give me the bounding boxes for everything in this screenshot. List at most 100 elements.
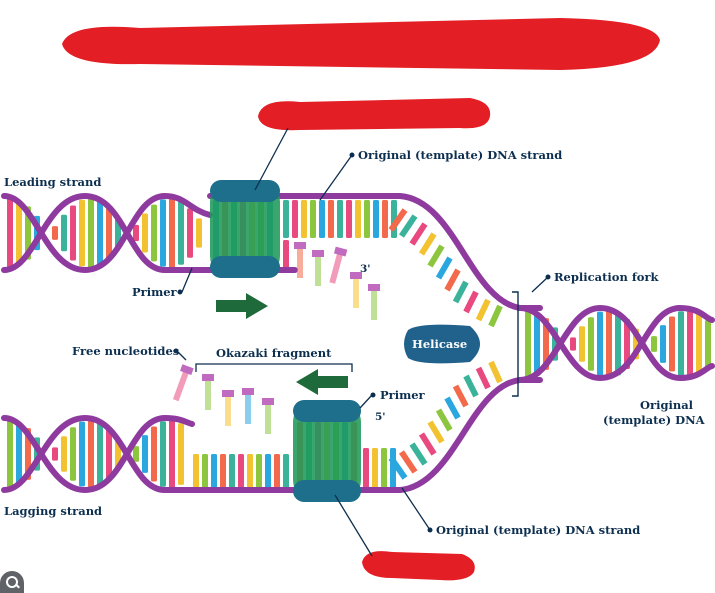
- label-five-prime: 5': [375, 411, 386, 423]
- base-pair-rung: [346, 200, 352, 238]
- base-pair-rung: [651, 336, 657, 352]
- base-pair-rung: [238, 454, 244, 488]
- base-pair-rung: [151, 426, 157, 482]
- base-pair-rung: [79, 421, 85, 487]
- base-pair-rung: [310, 200, 316, 238]
- free-nucleotide: [172, 364, 194, 402]
- base-pair-rung: [534, 312, 540, 376]
- base-pair-rung: [328, 200, 334, 238]
- base-pair-rung: [525, 310, 531, 378]
- base-pair-rung: [16, 200, 22, 266]
- base-pair-rung: [615, 312, 621, 376]
- arrow-right-icon: [216, 293, 268, 319]
- base-pair-rung: [292, 200, 298, 238]
- base-pairs: [7, 198, 711, 488]
- free-nucleotide: [262, 398, 274, 434]
- base-pair-rung: [178, 201, 184, 265]
- label-lagging-strand: Lagging strand: [4, 504, 102, 518]
- base-pair-rung: [187, 208, 193, 258]
- base-pair-rung: [106, 429, 112, 479]
- base-pair-rung: [678, 311, 684, 377]
- base-pair-rung: [319, 200, 325, 238]
- base-pair-rung: [160, 199, 166, 267]
- base-pair-rung: [142, 435, 148, 473]
- base-pair-rung: [61, 214, 67, 252]
- helicase-enzyme: Helicase: [404, 324, 480, 364]
- base-pair-rung: [381, 448, 387, 488]
- base-pair-rung: [463, 290, 479, 314]
- base-pair-rung: [133, 446, 139, 462]
- replication-fork-bracket: [512, 291, 519, 397]
- base-pair-rung: [274, 454, 280, 488]
- base-pair-rung: [705, 319, 711, 369]
- backbone-right-b: [517, 304, 715, 383]
- base-pair-rung: [106, 207, 112, 259]
- base-pair-rung: [256, 454, 262, 488]
- redaction-bottom: [362, 551, 475, 581]
- base-pair-rung: [696, 313, 702, 375]
- label-replication-fork: Replication fork: [554, 270, 659, 284]
- base-pair-rung: [7, 420, 13, 488]
- dna-polymerase-bottom: [293, 400, 361, 502]
- dna-polymerase-top: [210, 180, 280, 278]
- base-pair-rung: [669, 316, 675, 372]
- redaction-title: [62, 18, 660, 70]
- redaction-marks: [62, 18, 660, 581]
- base-pair-rung: [283, 454, 289, 488]
- base-pair-rung: [388, 208, 408, 232]
- free-nucleotide: [329, 246, 348, 284]
- label-original-strand-top: Original (template) DNA strand: [358, 148, 562, 162]
- base-pair-rung: [79, 199, 85, 267]
- base-pair-rung: [399, 214, 418, 238]
- base-pair-rung: [409, 222, 428, 246]
- base-pair-rung: [169, 420, 175, 488]
- lens-icon[interactable]: [0, 571, 24, 593]
- base-pair-rung: [427, 244, 445, 268]
- base-pair-rung: [301, 200, 307, 238]
- base-pair-rung: [52, 447, 58, 461]
- base-pair-rung: [475, 366, 491, 390]
- base-pair-rung: [97, 200, 103, 266]
- base-pair-rung: [399, 450, 418, 474]
- base-pair-rung: [88, 420, 94, 488]
- base-pair-rung: [427, 420, 445, 444]
- base-pair-rung: [364, 200, 370, 238]
- base-pair-rung: [160, 421, 166, 487]
- redaction-heading: [258, 98, 491, 131]
- base-pair-rung: [588, 317, 594, 371]
- backbone-right-a: [517, 304, 715, 382]
- label-three-prime: 3': [360, 263, 371, 275]
- base-pair-rung: [488, 360, 503, 384]
- base-pair-rung: [97, 422, 103, 486]
- backbone-template-bottom: [297, 377, 543, 493]
- backbone-bottom-left-a: [1, 414, 195, 494]
- base-pair-rung: [687, 310, 693, 378]
- free-nucleotides: [172, 242, 380, 434]
- base-pair-rung: [196, 218, 202, 248]
- label-primer-top: Primer: [132, 285, 178, 299]
- base-pair-rung: [418, 432, 437, 456]
- base-pair-rung: [7, 198, 13, 268]
- backbone-top-left-a: [1, 192, 213, 274]
- base-pair-rung: [543, 318, 549, 370]
- base-pair-rung: [597, 311, 603, 377]
- free-nucleotide: [242, 388, 254, 424]
- base-pair-rung: [452, 384, 469, 408]
- base-pair-rung: [337, 200, 343, 238]
- base-pair-rung: [229, 454, 235, 488]
- base-pair-rung: [444, 396, 461, 420]
- base-pair-rung: [283, 200, 289, 238]
- base-pair-rung: [463, 374, 479, 398]
- backbone-top-left-b: [1, 192, 298, 274]
- label-original-strand-bottom: Original (template) DNA strand: [436, 523, 640, 537]
- base-pair-rung: [624, 319, 630, 369]
- label-free-nucleotides: Free nucleotides: [72, 344, 179, 358]
- base-pair-rung: [579, 326, 585, 362]
- base-pair-rung: [178, 423, 184, 485]
- base-pair-rung: [388, 456, 408, 480]
- base-pair-rung: [606, 310, 612, 378]
- okazaki-bracket: [195, 363, 353, 372]
- free-nucleotide: [202, 374, 214, 410]
- base-pair-rung: [409, 442, 428, 466]
